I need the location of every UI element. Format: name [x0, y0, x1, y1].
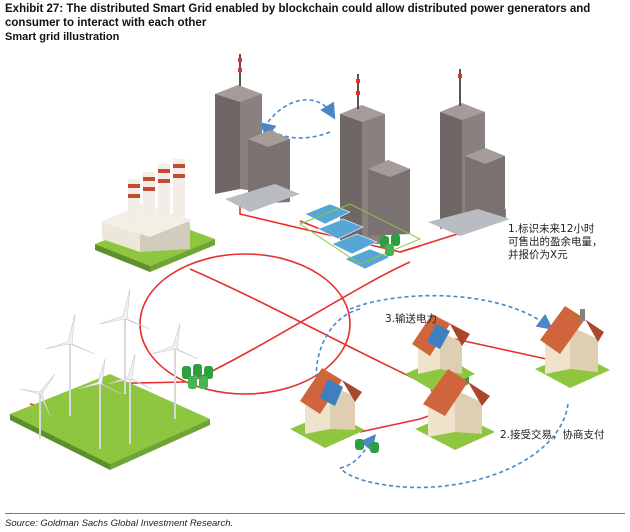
skyscraper-middle: [340, 74, 410, 249]
solar-farm: [298, 203, 422, 270]
footer-divider: [5, 513, 625, 514]
annotation-step1-line1: 1.标识未来12小时: [508, 223, 595, 235]
house-top: [405, 314, 475, 392]
office-buildings: [215, 54, 510, 249]
source-note: Source: Goldman Sachs Global Investment …: [5, 518, 234, 529]
houses: [290, 306, 610, 450]
cooling-tower: [128, 159, 185, 224]
wind-farm: [10, 288, 210, 470]
skyscraper-right: [428, 69, 510, 236]
annotation-step1-line2: 可售出的盈余电量，: [508, 235, 603, 248]
annotation-step2: 2.接受交易，协商支付: [500, 428, 605, 441]
skyscraper-left: [215, 54, 300, 212]
exhibit-title: Exhibit 27: The distributed Smart Grid e…: [5, 3, 591, 29]
house-bottom: [415, 369, 495, 450]
annotation-step1-line3: 并报价为X元: [508, 248, 568, 261]
smart-grid-illustration: 1.标识未来12小时 可售出的盈余电量， 并报价为X元 3.输送电力 2.接受交…: [10, 54, 610, 489]
exhibit-subtitle: Smart grid illustration: [5, 31, 120, 43]
power-plant: [95, 159, 215, 272]
house-left: [290, 368, 365, 448]
annotation-step3: 3.输送电力: [385, 312, 437, 325]
house-right: [535, 306, 610, 388]
annotations: 1.标识未来12小时 可售出的盈余电量， 并报价为X元 3.输送电力 2.接受交…: [385, 223, 605, 441]
